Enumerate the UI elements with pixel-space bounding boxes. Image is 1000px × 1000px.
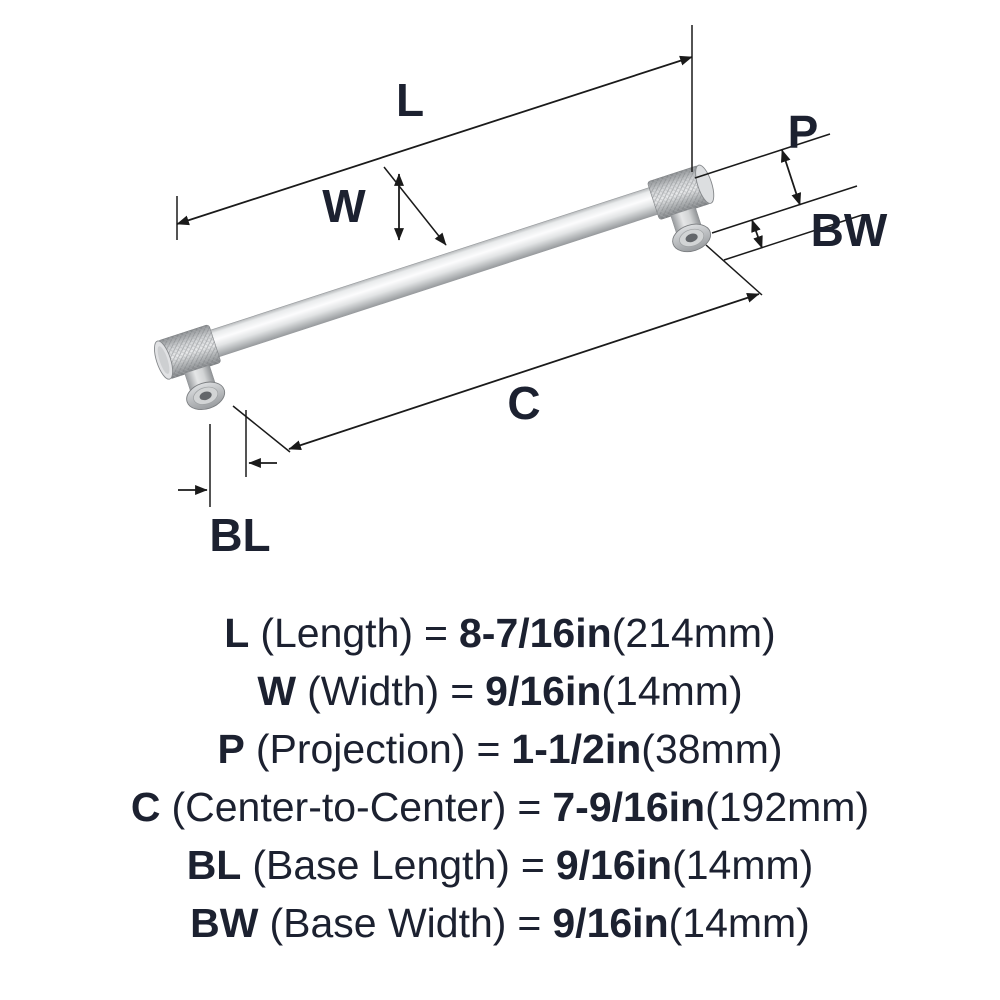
equals-sign: = <box>517 784 542 830</box>
spec-label: C <box>130 784 161 830</box>
extension-line <box>694 133 831 179</box>
dimension-arrow-bw <box>751 219 763 249</box>
label-w: W <box>322 180 366 232</box>
spec-row-projection: P(Projection)=1-1/2in(38mm) <box>0 720 1000 778</box>
spec-row-width: W(Width)=9/16in(14mm) <box>0 662 1000 720</box>
spec-label: P <box>217 726 245 772</box>
cap-end-face-right <box>695 164 715 204</box>
handle-bar <box>208 186 660 358</box>
equals-sign: = <box>476 726 501 772</box>
product-dimension-diagram: L W P BW C <box>154 25 888 561</box>
extension-line <box>232 405 291 453</box>
spec-value: 7-9/16in <box>552 784 706 830</box>
spec-metric: (38mm) <box>641 726 783 772</box>
leader-line <box>383 166 447 246</box>
dim-width: W <box>322 166 447 246</box>
handle-knurled-cap-left <box>154 324 221 380</box>
spec-metric: (14mm) <box>668 900 810 946</box>
dim-projection: P <box>694 106 858 234</box>
spec-row-center-to-center: C(Center-to-Center)=7-9/16in(192mm) <box>0 778 1000 836</box>
label-l: L <box>396 74 424 126</box>
dim-length: L <box>176 25 693 240</box>
spec-metric: (192mm) <box>705 784 870 830</box>
equals-sign: = <box>450 668 475 714</box>
pull-handle <box>154 164 715 411</box>
spec-desc: (Base Width) <box>269 900 507 946</box>
label-bl: BL <box>209 509 270 561</box>
spec-row-base-length: BL(Base Length)=9/16in(14mm) <box>0 836 1000 894</box>
spec-row-base-width: BW(Base Width)=9/16in(14mm) <box>0 894 1000 952</box>
spec-desc: (Center-to-Center) <box>171 784 507 830</box>
dim-center-to-center: C <box>232 244 763 453</box>
screw-hole-right <box>685 233 698 243</box>
equals-sign: = <box>520 842 545 888</box>
spec-desc: (Base Length) <box>252 842 510 888</box>
spec-label: BW <box>190 900 259 946</box>
dimension-arrow-c <box>288 292 760 451</box>
dimension-arrow-p <box>780 149 802 206</box>
spec-metric: (214mm) <box>611 610 776 656</box>
spec-metric: (14mm) <box>672 842 814 888</box>
spec-label: W <box>257 668 297 714</box>
spec-label: BL <box>186 842 242 888</box>
spec-value: 9/16in <box>555 842 673 888</box>
spec-value: 9/16in <box>485 668 602 714</box>
label-p: P <box>788 106 819 158</box>
screw-hole-left <box>199 391 212 401</box>
spec-metric: (14mm) <box>601 668 743 714</box>
dim-base-width: BW <box>723 204 888 261</box>
spec-value: 9/16in <box>552 900 669 946</box>
extension-line <box>711 185 858 234</box>
spec-value: 1-1/2in <box>511 726 642 772</box>
spec-list: L(Length)=8-7/16in(214mm) W(Width)=9/16i… <box>0 580 1000 952</box>
spec-row-length: L(Length)=8-7/16in(214mm) <box>0 604 1000 662</box>
extension-line <box>705 244 763 296</box>
spec-desc: (Width) <box>307 668 440 714</box>
equals-sign: = <box>424 610 448 656</box>
label-bw: BW <box>811 204 888 256</box>
spec-desc: (Projection) <box>255 726 466 772</box>
equals-sign: = <box>517 900 542 946</box>
spec-desc: (Length) <box>260 610 414 656</box>
extension-line <box>723 214 863 261</box>
dim-base-length: BL <box>178 410 277 561</box>
spec-value: 8-7/16in <box>458 610 612 656</box>
handle-post-left <box>184 364 226 411</box>
dimension-arrow-l <box>176 55 693 226</box>
spec-label: L <box>224 610 250 656</box>
label-c: C <box>507 377 540 429</box>
